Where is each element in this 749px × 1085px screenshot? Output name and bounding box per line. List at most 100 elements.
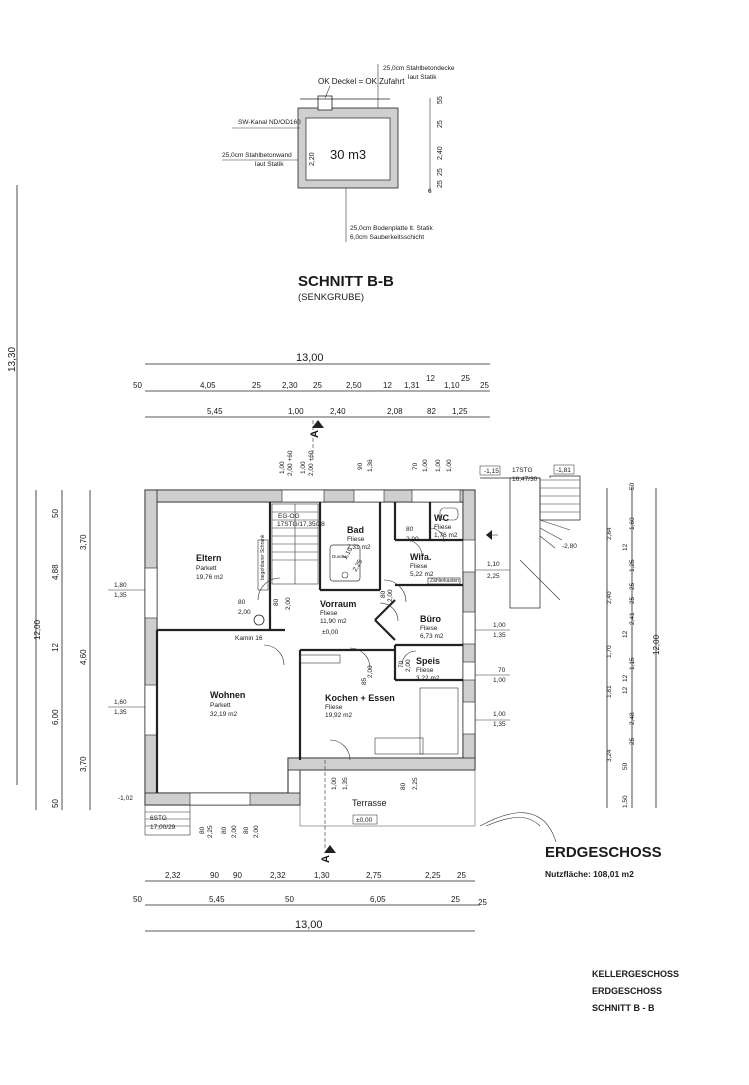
svg-text:1,00: 1,00 [331,777,338,790]
svg-text:50: 50 [622,762,629,770]
svg-text:13,00: 13,00 [296,352,324,364]
svg-text:82: 82 [427,407,436,416]
svg-text:1,00: 1,00 [493,622,506,629]
svg-text:Fliese: Fliese [347,536,365,543]
wall-note: 25,0cm Stahlbetonwand [222,152,292,159]
section-marker-top: A [309,420,324,460]
svg-text:Kochen + Essen: Kochen + Essen [325,693,395,703]
svg-text:Terrasse: Terrasse [352,798,387,808]
legend-line-3: SCHNITT B - B [592,1003,655,1013]
svg-text:2,40: 2,40 [437,146,444,160]
svg-text:80: 80 [406,526,414,533]
svg-text:85: 85 [361,677,368,685]
svg-text:Kamin 16: Kamin 16 [235,635,263,642]
svg-text:EG-OG: EG-OG [278,513,300,520]
svg-text:12,00: 12,00 [33,619,42,640]
tank-volume: 30 m3 [330,147,366,162]
tank-interior [305,117,391,181]
svg-text:2,00: 2,00 [253,825,260,838]
svg-text:70: 70 [398,660,405,668]
room-buero: Büro Fliese 6,73 m2 [420,614,444,640]
floor-plan: EG-OG 17STG/17,35/28 begehbarer Schrank … [118,464,581,843]
svg-text:3,70: 3,70 [79,756,88,772]
svg-text:6: 6 [428,188,432,195]
section-marker-bottom: A [320,760,336,863]
svg-text:2,00: 2,00 [231,825,238,838]
svg-text:80: 80 [238,599,246,606]
svg-text:2,25: 2,25 [487,573,500,580]
svg-text:12,00: 12,00 [652,634,661,655]
svg-text:2,50: 2,50 [346,381,362,390]
svg-text:12: 12 [51,643,60,652]
room-wohnen: Wohnen Parkett 32,19 m2 [210,690,245,718]
svg-text:1,10: 1,10 [444,381,460,390]
svg-text:1,60: 1,60 [629,517,636,530]
svg-text:2,41: 2,41 [629,612,636,625]
svg-text:2,00 +60: 2,00 +60 [287,450,294,476]
svg-text:1,80: 1,80 [114,582,127,589]
svg-text:50: 50 [51,799,60,808]
svg-text:6,73 m2: 6,73 m2 [420,633,444,640]
svg-text:Vorraum: Vorraum [320,599,356,609]
svg-text:Fliese: Fliese [416,667,434,674]
room-kochen-essen: Kochen + Essen Fliese 19,92 m2 [325,693,395,719]
svg-text:4,05: 4,05 [200,381,216,390]
svg-text:6,00: 6,00 [51,709,60,725]
svg-text:Wifa.: Wifa. [410,552,431,562]
svg-text:25: 25 [437,120,444,128]
svg-text:70: 70 [412,462,419,470]
svg-text:Büro: Büro [420,614,441,624]
svg-text:2,25: 2,25 [352,558,365,573]
tank-manhole [317,95,333,111]
svg-text:25: 25 [252,381,261,390]
svg-text:1,30: 1,30 [314,871,330,880]
svg-text:2,84: 2,84 [606,527,613,540]
svg-text:1,50: 1,50 [622,795,629,808]
sw-canal-note: SW-Kanal ND/OD160 [238,119,301,126]
svg-text:Eltern: Eltern [196,553,222,563]
svg-text:2,40: 2,40 [606,591,613,604]
svg-text:3,22 m2: 3,22 m2 [416,675,440,682]
svg-text:55: 55 [437,96,444,104]
svg-text:13,30: 13,30 [7,347,18,372]
stair-right: -1,15 17STG 16,47/30 -1,81 -2,80 [479,464,581,609]
svg-text:12: 12 [622,686,629,694]
left-dimensions: 12,00 50 12 50 4,88 6,00 3,70 4,60 3,70 … [33,490,150,810]
svg-text:12: 12 [426,374,435,383]
svg-text:Zählerkasten: Zählerkasten [430,578,459,584]
svg-text:25: 25 [461,374,470,383]
svg-text:1,31: 1,31 [404,381,420,390]
svg-text:2,32: 2,32 [270,871,286,880]
svg-text:Wohnen: Wohnen [210,690,245,700]
room-eltern: Eltern Parkett 19,76 m2 [196,553,223,581]
svg-text:7,31 m2: 7,31 m2 [347,544,371,551]
svg-text:3,70: 3,70 [79,534,88,550]
svg-text:1,00: 1,00 [422,459,429,472]
wall-note2: laut Statik [255,161,284,168]
section-title: SCHNITT B-B [298,273,394,290]
svg-text:±0,00: ±0,00 [322,629,339,636]
room-speis: Speis Fliese 3,22 m2 [416,656,440,682]
svg-text:80: 80 [221,826,228,834]
terrace: Terrasse ±0,00 1,00 1,35 80 2,25 [299,769,476,827]
svg-text:13,00: 13,00 [295,919,323,931]
svg-text:19,92 m2: 19,92 m2 [325,712,352,719]
svg-text:Parkett: Parkett [210,702,231,709]
svg-text:1,35: 1,35 [114,592,127,599]
stair-eg-og: EG-OG 17STG/17,35/28 [271,503,325,585]
legend-line-1: KELLERGESCHOSS [592,969,679,979]
svg-text:Fliese: Fliese [434,524,452,531]
svg-text:50: 50 [51,509,60,518]
svg-text:1,00: 1,00 [300,461,307,474]
svg-text:Fliese: Fliese [320,610,338,617]
svg-text:Parkett: Parkett [196,565,217,572]
svg-text:2,25: 2,25 [207,825,214,838]
svg-text:25: 25 [629,582,636,590]
svg-text:2,00: 2,00 [238,609,251,616]
svg-text:1,00: 1,00 [493,711,506,718]
svg-text:17,00/29: 17,00/29 [150,824,176,831]
svg-text:2,30: 2,30 [282,381,298,390]
title-block: ERDGESCHOSS Nutzfläche: 108,01 m2 KELLER… [545,844,679,1013]
wall-south-kitchen [287,757,476,771]
